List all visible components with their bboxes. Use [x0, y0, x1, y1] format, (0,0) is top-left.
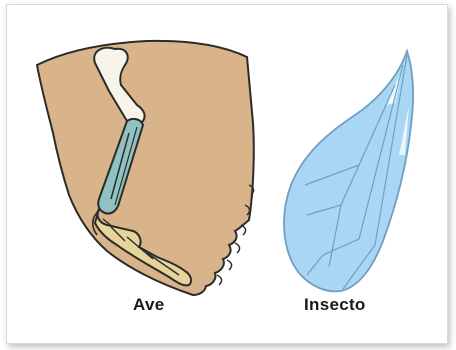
wing-illustrations: [7, 5, 447, 343]
label-bird: Ave: [133, 295, 164, 315]
label-insect: Insecto: [304, 295, 366, 315]
insect-wing: [284, 51, 413, 291]
comparison-figure: Ave Insecto: [6, 4, 448, 344]
bird-wing: [37, 41, 254, 295]
